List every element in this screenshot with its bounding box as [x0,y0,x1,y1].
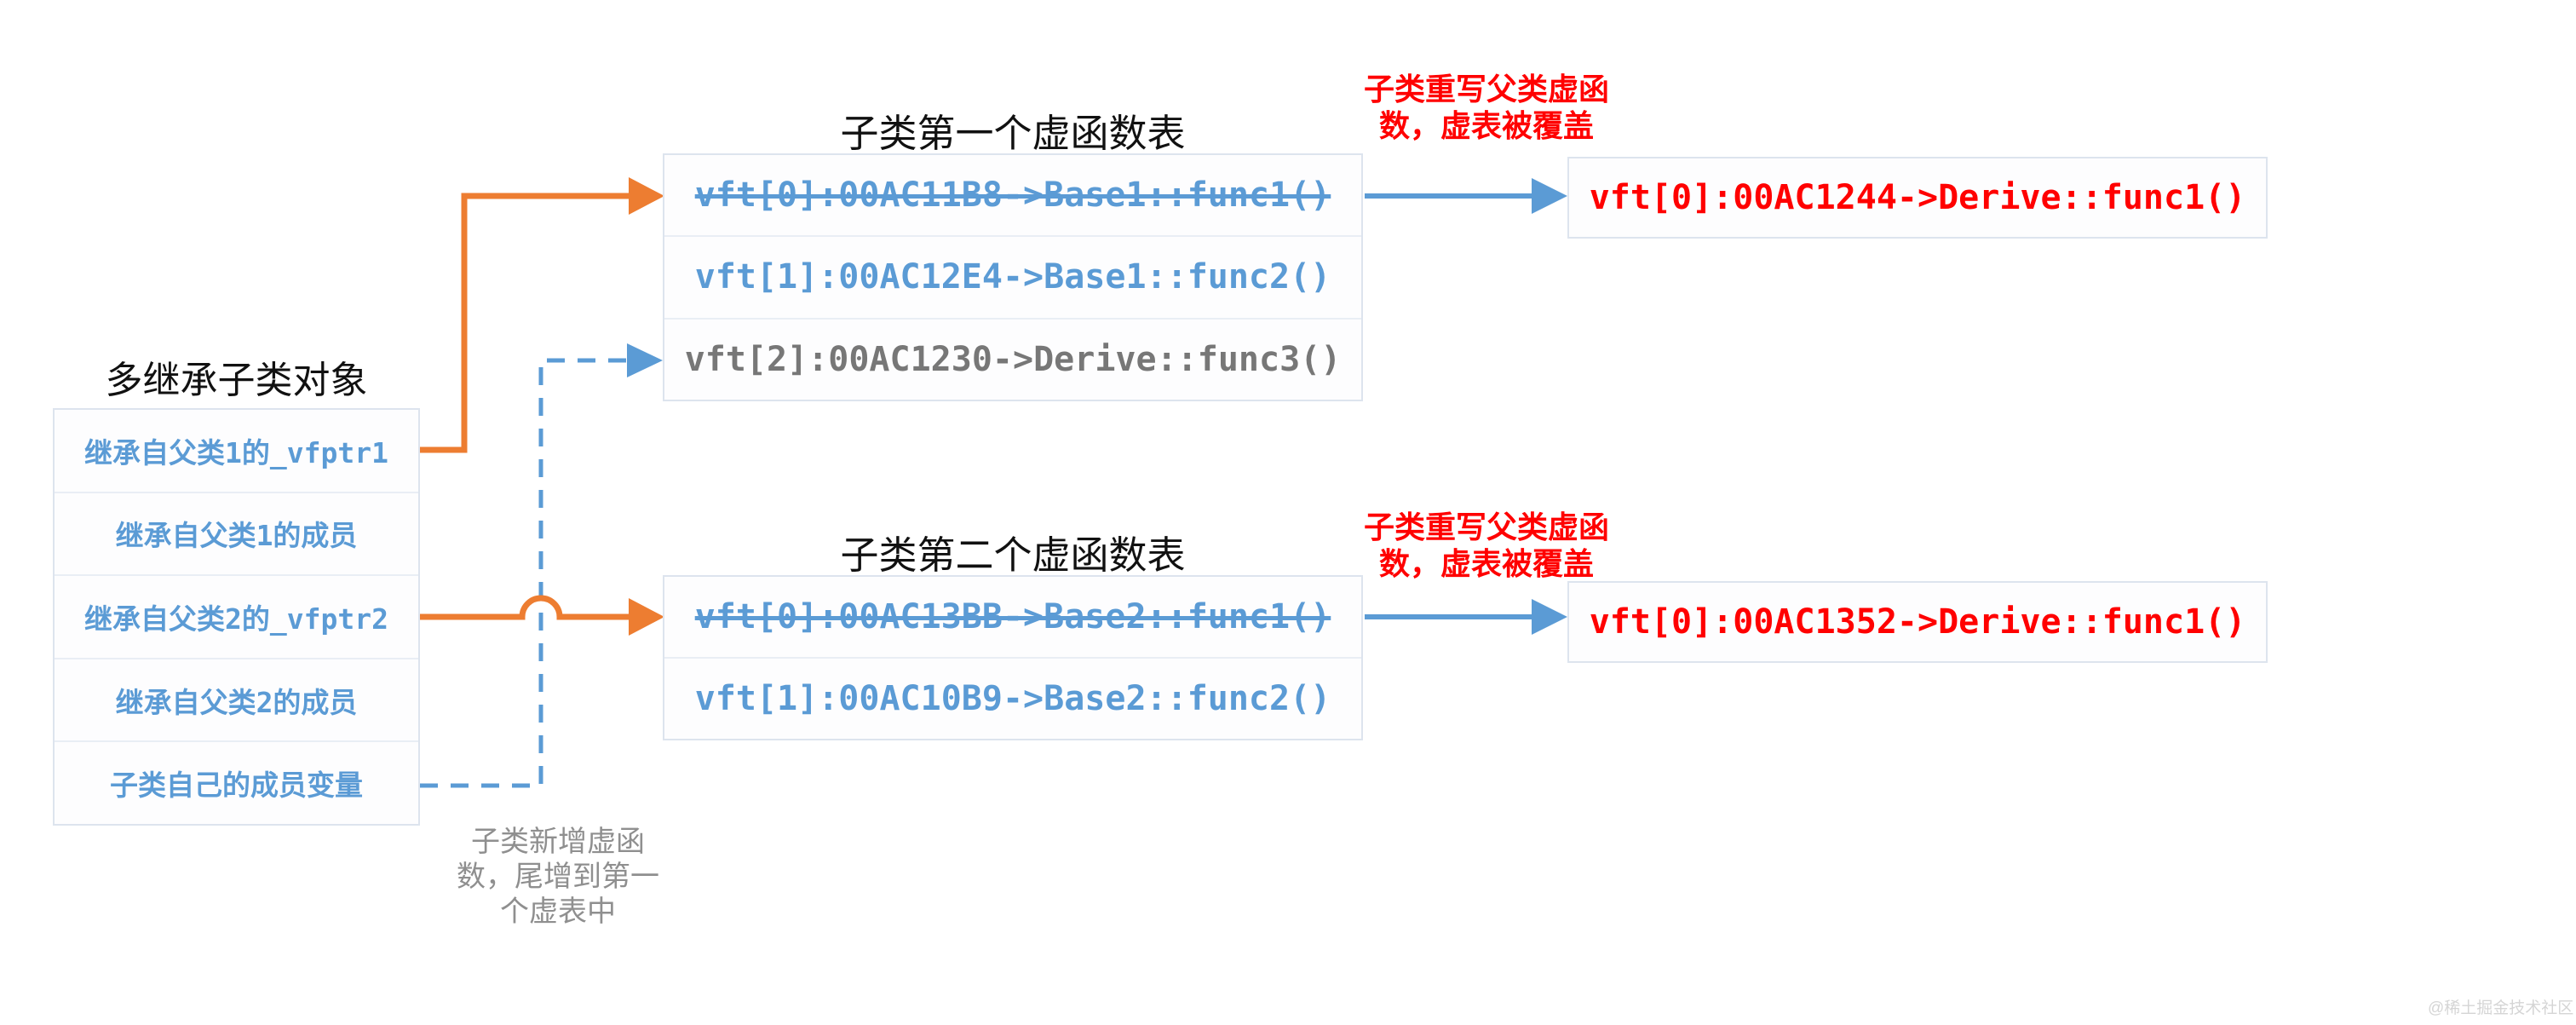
object-row-own-members: 子类自己的成员变量 [55,740,418,824]
override-note-bottom-line1: 子类重写父类虚函 [1363,510,1609,544]
arrowhead-icon [1532,599,1567,635]
override-note-top-line2: 数，虚表被覆盖 [1378,109,1594,143]
vtable2-row-0: vft[0]:00AC13BB->Base2::func1() [694,597,1331,636]
arrowhead-icon [627,343,663,377]
arrow-new-virtual-to-vtable1 [420,343,663,788]
arrowhead-icon [1532,178,1567,214]
arrowhead-icon [629,177,664,215]
result-box-1: vft[0]:00AC1244->Derive::func1() [1567,157,2268,239]
tail-append-note: 子类新增虚函 数，尾增到第一 个虚表中 [434,825,681,930]
vtable1-title: 子类第一个虚函数表 [840,112,1186,155]
override-note-top-line1: 子类重写父类虚函 [1363,72,1609,107]
object-row-base1-members: 继承自父类1的成员 [55,491,418,575]
vtable2-row-1: vft[1]:00AC10B9->Base2::func2() [664,657,1361,739]
object-row-vfptr2: 继承自父类2的_vfptr2 [55,574,418,658]
object-row-base2-members: 继承自父类2的成员 [55,657,418,741]
object-memory-box: 继承自父类1的_vfptr1 继承自父类1的成员 继承自父类2的_vfptr2 … [53,408,420,826]
object-row-vfptr1: 继承自父类1的_vfptr1 [84,435,388,469]
vtable1-box: vft[0]:00AC11B8->Base1::func1() vft[1]:0… [663,153,1363,401]
override-note-bottom-line2: 数，虚表被覆盖 [1378,547,1594,581]
vtable2-title: 子类第二个虚函数表 [840,534,1186,577]
object-box-title: 多继承子类对象 [105,360,368,401]
tail-append-note-line3: 个虚表中 [500,896,616,928]
result-box-2: vft[0]:00AC1352->Derive::func1() [1567,581,2268,663]
vtable1-row-1: vft[1]:00AC12E4->Base1::func2() [664,235,1361,317]
arrowhead-icon [629,598,664,636]
vtable1-row-2: vft[2]:00AC1230->Derive::func3() [664,317,1361,400]
tail-append-note-line2: 数，尾增到第一 [457,861,659,893]
override-note-top: 子类重写父类虚函 数，虚表被覆盖 [1325,72,1648,145]
arrow-vfptr1-to-vtable1 [420,177,664,453]
arrow-vfptr2-to-vtable2 [420,595,664,636]
arrow-vtable2-to-result2 [1365,599,1567,635]
watermark: @稀土掘金技术社区 [2428,999,2574,1017]
arrow-vtable1-to-result1 [1365,178,1567,214]
tail-append-note-line1: 子类新增虚函 [471,826,645,858]
override-note-bottom: 子类重写父类虚函 数，虚表被覆盖 [1325,510,1648,583]
vtable2-box: vft[0]:00AC13BB->Base2::func1() vft[1]:0… [663,575,1363,740]
vtable1-row-0: vft[0]:00AC11B8->Base1::func1() [694,176,1331,216]
